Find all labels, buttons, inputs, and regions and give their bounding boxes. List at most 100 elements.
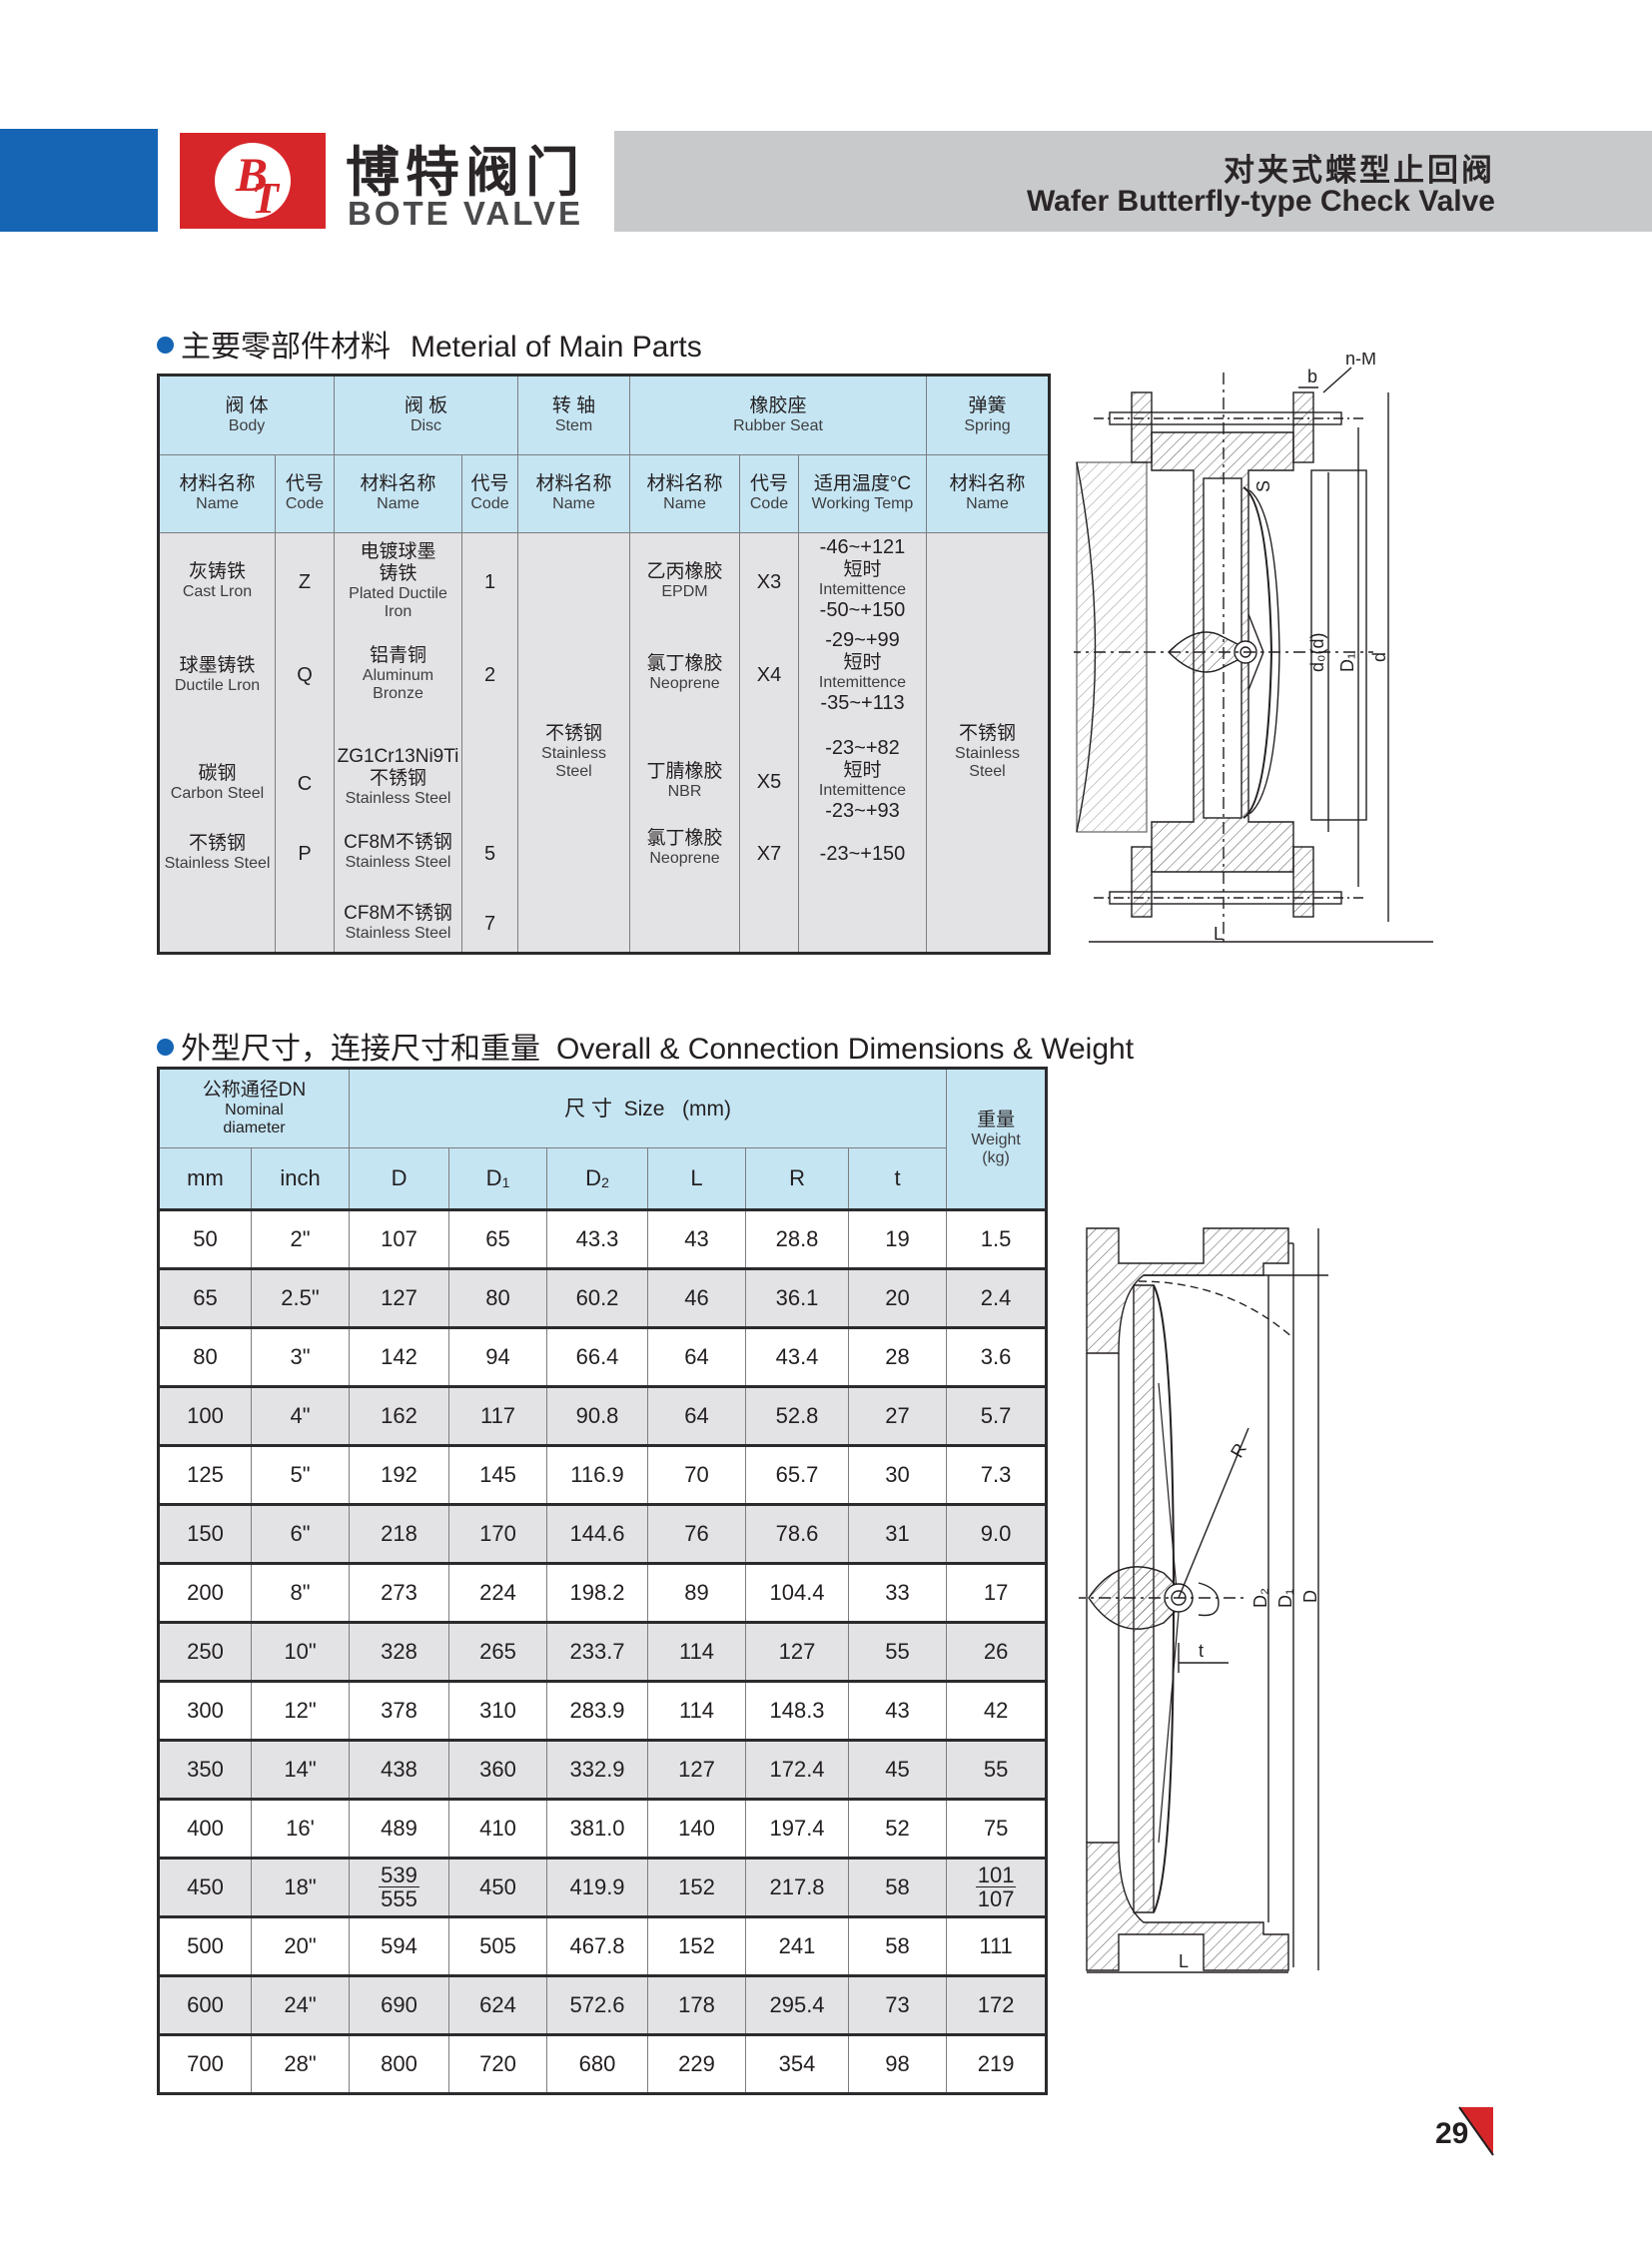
table-cell: 800 <box>349 2033 450 2094</box>
table-cell: 10" <box>250 1621 351 1682</box>
table-cell: 5.7 <box>946 1385 1048 1446</box>
table-cell: 127 <box>745 1621 850 1682</box>
table-cell: 31 <box>848 1503 948 1564</box>
dim-label-nm: n-M <box>1345 353 1376 369</box>
table-cell: 36.1 <box>745 1267 850 1328</box>
disc-code-list: 1 2 5 7 <box>461 532 518 954</box>
table-cell: 680 <box>546 2033 649 2094</box>
table-cell: 2.5" <box>250 1267 351 1328</box>
table-cell: 354 <box>745 2033 850 2094</box>
table-cell: 104.4 <box>745 1562 850 1623</box>
table-cell: 42 <box>946 1680 1048 1741</box>
dim-label-d: d <box>1369 652 1389 662</box>
table-cell: 127 <box>349 1267 450 1328</box>
dim-label-d2: D₂ <box>1250 1588 1270 1608</box>
header-blue-block <box>0 129 158 232</box>
size-header: 尺 寸 Size (mm) <box>349 1068 948 1148</box>
table-cell: 30 <box>848 1444 948 1505</box>
table-cell: 145 <box>448 1444 548 1505</box>
section-title-cn: 主要零部件材料 <box>181 331 391 364</box>
table-cell: 2" <box>250 1208 351 1269</box>
dim-label-t: t <box>1199 1641 1204 1661</box>
dim-label-l: L <box>1179 1951 1189 1971</box>
table-cell: 624 <box>448 1974 548 2035</box>
table-cell: 3" <box>250 1326 351 1387</box>
table-cell: 78.6 <box>745 1503 850 1564</box>
table-cell: 5" <box>250 1444 351 1505</box>
table-cell: 55 <box>848 1621 948 1682</box>
valve-section-drawing-top: b n-M S d₀(d) D₁ d L <box>1074 353 1433 944</box>
table-cell: 33 <box>848 1562 948 1623</box>
table-cell: 16' <box>250 1798 351 1859</box>
table-cell: 52 <box>848 1798 948 1859</box>
dim-label-r: R <box>1227 1440 1250 1461</box>
table-cell: 70 <box>647 1444 747 1505</box>
table-cell: 127 <box>647 1739 747 1800</box>
table-cell: 89 <box>647 1562 747 1623</box>
dimensions-table: 公称通径DN Nominal diameter 尺 寸 Size (mm) 重量… <box>157 1067 1049 2095</box>
table-cell: 178 <box>647 1974 747 2035</box>
table-cell: 24" <box>250 1974 351 2035</box>
table-cell: 381.0 <box>546 1798 649 1859</box>
header-title-bar <box>614 131 1652 232</box>
table-cell: 64 <box>647 1326 747 1387</box>
table-cell: 250 <box>158 1621 252 1682</box>
col-d1: D1 <box>448 1147 548 1210</box>
table-cell: 55 <box>946 1739 1048 1800</box>
table-cell: 265 <box>448 1621 548 1682</box>
table-cell: 52.8 <box>745 1385 850 1446</box>
table-cell: 114 <box>647 1680 747 1741</box>
logo-bt-icon: B T <box>180 133 326 229</box>
table-cell: 19 <box>848 1208 948 1269</box>
table-cell: 43 <box>848 1680 948 1741</box>
table-cell: 7.3 <box>946 1444 1048 1505</box>
table-cell: 50 <box>158 1208 252 1269</box>
col-t: t <box>848 1147 948 1210</box>
table-cell: 94 <box>448 1326 548 1387</box>
table-cell: 20 <box>848 1267 948 1328</box>
table-cell: 140 <box>647 1798 747 1859</box>
table-cell: 198.2 <box>546 1562 649 1623</box>
dim-label-d: D <box>1300 1590 1320 1603</box>
nominal-diameter-header: 公称通径DN Nominal diameter <box>157 1068 351 1148</box>
table-cell: 90.8 <box>546 1385 649 1446</box>
brand-name-cn: 博特阀门 <box>346 143 585 203</box>
table-cell: 360 <box>448 1739 548 1800</box>
table-cell: 200 <box>158 1562 252 1623</box>
table-cell: 20" <box>250 1915 351 1976</box>
table-cell: 45 <box>848 1739 948 1800</box>
dim-label-b: b <box>1307 367 1317 386</box>
table-cell: 60.2 <box>546 1267 649 1328</box>
svg-text:B: B <box>235 149 268 202</box>
table-cell: 700 <box>158 2033 252 2094</box>
table-cell: 378 <box>349 1680 450 1741</box>
table-cell: 218 <box>349 1503 450 1564</box>
table-cell: 98 <box>848 2033 948 2094</box>
table-cell: 28.8 <box>745 1208 850 1269</box>
section-title-cn: 外型尺寸，连接尺寸和重量 <box>181 1033 540 1066</box>
section-title-en: Meterial of Main Parts <box>411 331 702 364</box>
table-cell: 117 <box>448 1385 548 1446</box>
table-cell: 328 <box>349 1621 450 1682</box>
col-d2: D2 <box>546 1147 649 1210</box>
table-cell: 66.4 <box>546 1326 649 1387</box>
table-cell: 116.9 <box>546 1444 649 1505</box>
weight-header: 重量 Weight (kg) <box>946 1068 1048 1210</box>
table-cell: 144.6 <box>546 1503 649 1564</box>
